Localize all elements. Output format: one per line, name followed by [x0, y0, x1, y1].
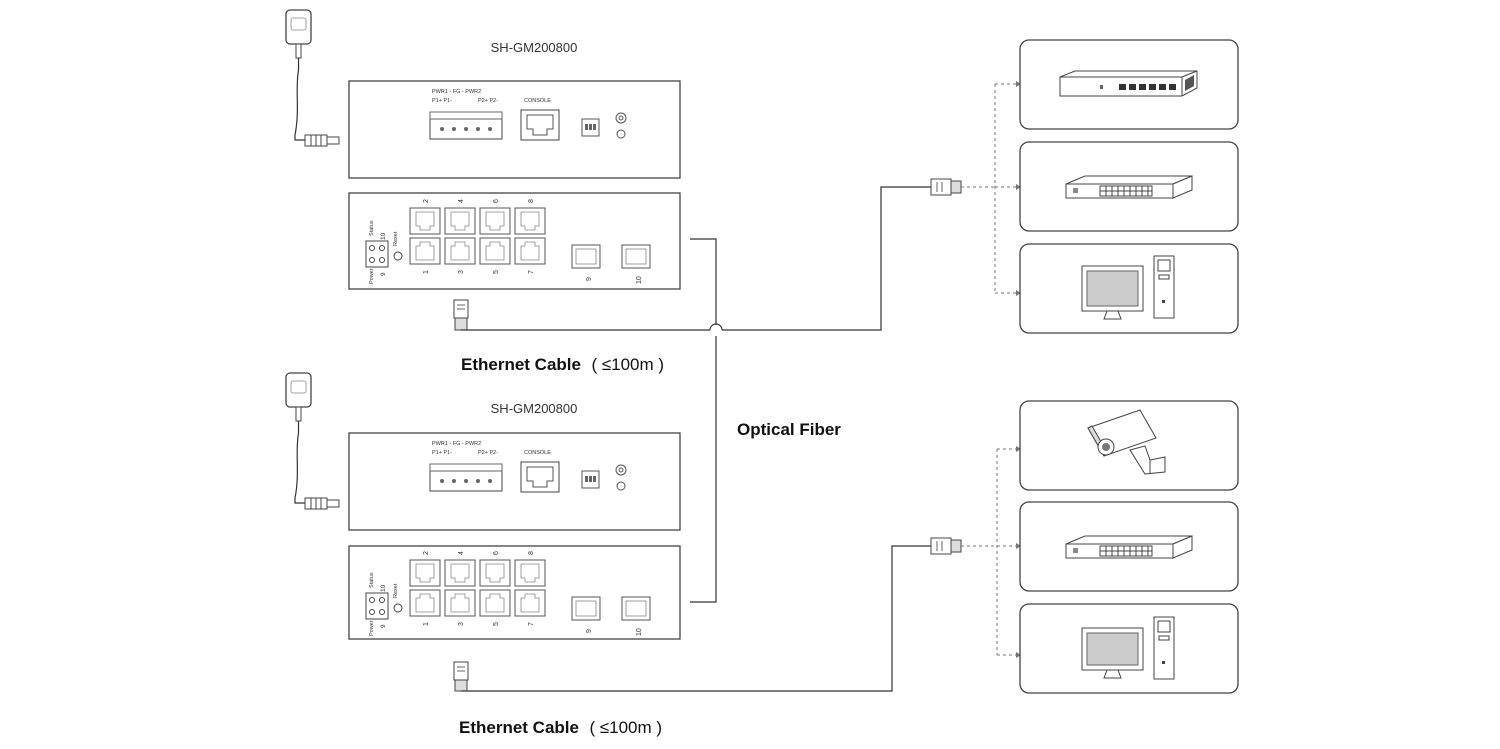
- device-box: [1019, 501, 1239, 592]
- dip-switch-icon: [581, 470, 600, 489]
- power-label-bottom-left: P1+ P1-: [432, 98, 452, 104]
- port-number: 2: [423, 199, 430, 203]
- rj45-ports: [409, 207, 546, 265]
- port-number: 7: [528, 270, 535, 274]
- ground-screw-icon: [615, 112, 627, 139]
- port-number: 4: [458, 551, 465, 555]
- console-label: CONSOLE: [524, 98, 551, 104]
- led-label-9: 9: [380, 272, 387, 276]
- device-box: [1019, 603, 1239, 694]
- power-label-bottom-right: P2+ P2-: [478, 98, 498, 104]
- sfp-number: 9: [586, 277, 593, 281]
- port-number: 1: [423, 270, 430, 274]
- optical-fiber-link: Optical Fiber: [690, 238, 841, 603]
- sfp-number: 10: [636, 276, 643, 284]
- led-indicator-block: Status 10 9 Power: [365, 220, 389, 284]
- optical-fiber-label: Optical Fiber: [737, 420, 841, 439]
- reset-label: Reset: [393, 583, 399, 598]
- port-number: 2: [423, 551, 430, 555]
- device-box: [1019, 39, 1239, 130]
- ethernet-cable-label: Ethernet Cable ( ≤100m ): [461, 355, 664, 374]
- port-number: 6: [493, 199, 500, 203]
- reset-button-icon: [393, 251, 403, 261]
- port-number: 3: [458, 622, 465, 626]
- switch-front-panel: Status 10 9 Power Reset 2: [348, 192, 681, 290]
- led-label-10: 10: [380, 232, 387, 240]
- led-label-power: Power: [369, 620, 375, 636]
- power-adapter-icon: [285, 9, 340, 147]
- led-label-status: Status: [369, 572, 375, 588]
- device-box: [1019, 400, 1239, 491]
- ground-screw-icon: [615, 464, 627, 491]
- ethernet-cable-label: Ethernet Cable ( ≤100m ): [459, 718, 662, 737]
- terminal-block-icon: [429, 111, 503, 140]
- sfp-number: 10: [636, 628, 643, 636]
- led-label-status: Status: [369, 220, 375, 236]
- console-port-icon: [520, 461, 560, 493]
- power-label-top: PWR1 - FG - PWR2: [432, 89, 481, 95]
- unit-1: SH-GM200800 PWR1 - FG - PWR2 P1+ P1- P2+…: [285, 9, 681, 374]
- rj45-ports: [409, 559, 546, 617]
- model-label: SH-GM200800: [491, 401, 578, 416]
- rj45-connector-icon: [930, 537, 962, 555]
- power-label-top: PWR1 - FG - PWR2: [432, 441, 481, 447]
- rj45-connector-icon: [930, 178, 962, 196]
- fanout-lines-group-1: [961, 81, 1021, 296]
- port-number: 3: [458, 270, 465, 274]
- led-label-power: Power: [369, 268, 375, 284]
- power-adapter-icon: [285, 372, 340, 510]
- port-number: 5: [493, 270, 500, 274]
- switch-top-panel: PWR1 - FG - PWR2 P1+ P1- P2+ P2- CONSOLE: [348, 432, 681, 531]
- terminal-block-icon: [429, 463, 503, 492]
- fanout-lines-group-2: [961, 446, 1021, 658]
- router-icon: [1059, 70, 1198, 97]
- network-switch-icon: [1065, 535, 1193, 559]
- desktop-computer-icon: [1081, 255, 1175, 320]
- network-switch-icon: [1065, 175, 1193, 199]
- desktop-computer-icon: [1081, 616, 1175, 680]
- reset-label: Reset: [393, 231, 399, 246]
- port-number: 8: [528, 199, 535, 203]
- led-label-9: 9: [380, 624, 387, 628]
- device-box: [1019, 243, 1239, 334]
- switch-top-panel: PWR1 - FG - PWR2 P1+ P1- P2+ P2- CONSOLE: [348, 80, 681, 179]
- reset-button-icon: [393, 603, 403, 613]
- port-number: 4: [458, 199, 465, 203]
- sfp-ports: [571, 596, 651, 621]
- led-indicator-block: Status 10 9 Power: [365, 572, 389, 636]
- sfp-number: 9: [586, 629, 593, 633]
- unit-2: SH-GM200800 PWR1 - FG - PWR2 P1+ P1- P2+…: [285, 372, 681, 737]
- power-label-bottom-left: P1+ P1-: [432, 450, 452, 456]
- rj45-connector-icon: [453, 661, 469, 692]
- port-number: 5: [493, 622, 500, 626]
- port-number: 6: [493, 551, 500, 555]
- cctv-camera-icon: [1087, 409, 1166, 475]
- led-label-10: 10: [380, 584, 387, 592]
- power-label-bottom-right: P2+ P2-: [478, 450, 498, 456]
- rj45-connector-icon: [453, 299, 469, 331]
- ethernet-cable-runs: [461, 186, 931, 692]
- port-number: 7: [528, 622, 535, 626]
- console-port-icon: [520, 109, 560, 141]
- dip-switch-icon: [581, 118, 600, 137]
- device-box: [1019, 141, 1239, 232]
- sfp-ports: [571, 244, 651, 269]
- port-number: 1: [423, 622, 430, 626]
- console-label: CONSOLE: [524, 450, 551, 456]
- switch-front-panel: Status 10 9 Power Reset 2: [348, 545, 681, 640]
- port-number: 8: [528, 551, 535, 555]
- model-label: SH-GM200800: [491, 40, 578, 55]
